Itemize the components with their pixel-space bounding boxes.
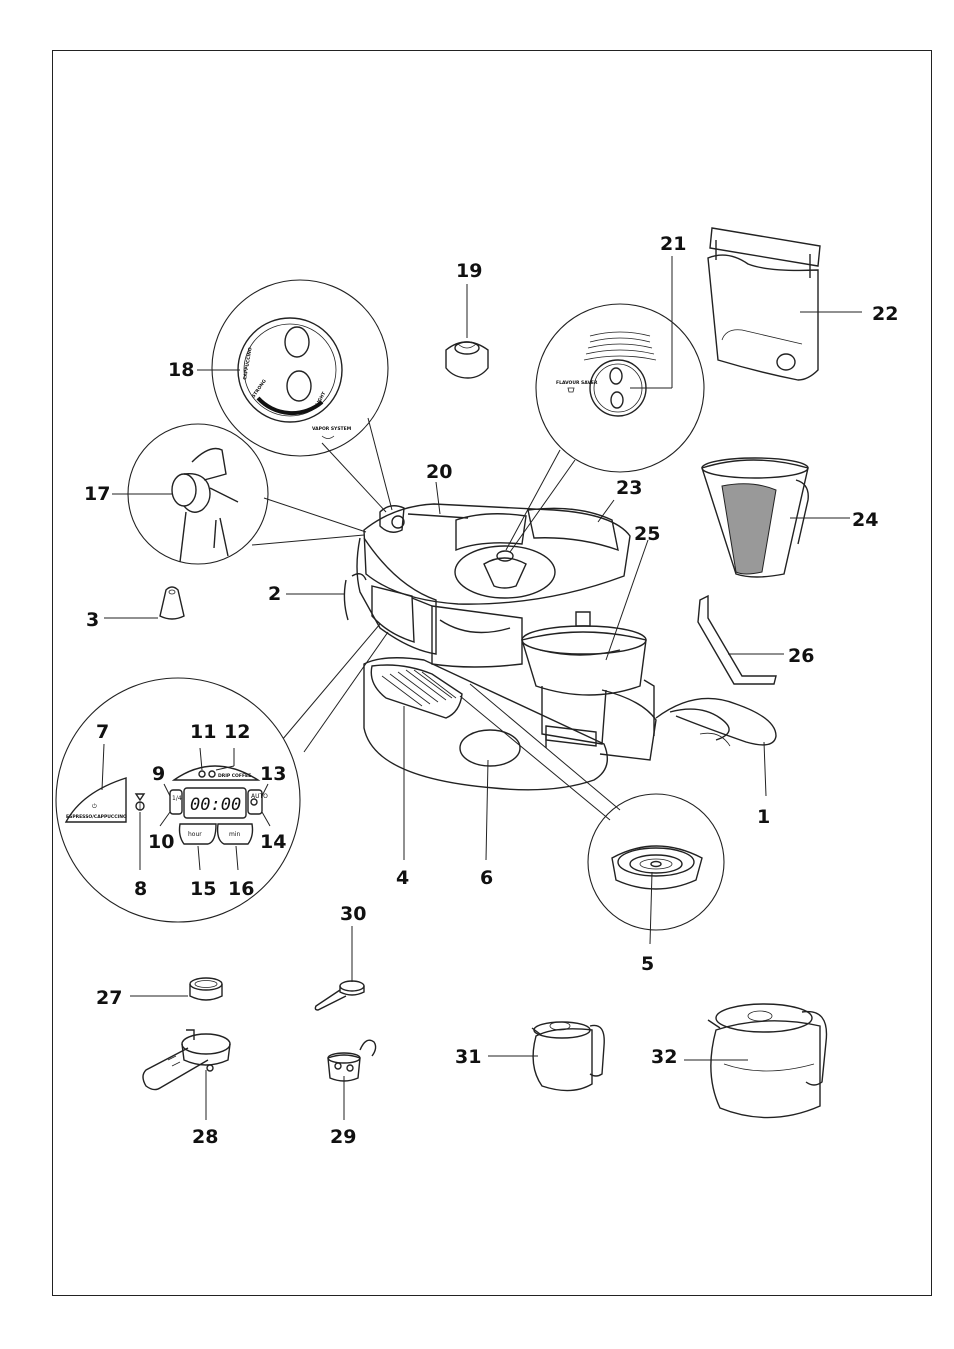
label-19: 19 <box>456 260 482 282</box>
label-31: 31 <box>455 1046 481 1068</box>
label-2: 2 <box>268 583 281 605</box>
label-13: 13 <box>260 763 286 785</box>
label-9: 9 <box>152 763 165 785</box>
part-1-power-cord <box>655 697 777 747</box>
label-17: 17 <box>84 483 110 505</box>
label-20: 20 <box>426 461 452 483</box>
button-hour-label: hour <box>188 831 202 838</box>
part-27-filter-ring <box>189 977 223 1001</box>
label-11: 11 <box>190 721 216 743</box>
label-1: 1 <box>757 806 770 828</box>
knob18-bottom-label: VAPOR SYSTEM <box>312 426 352 432</box>
label-25: 25 <box>634 523 660 545</box>
label-7: 7 <box>96 721 109 743</box>
power-symbol-7: ⏻ <box>92 803 97 810</box>
label-27: 27 <box>96 987 122 1009</box>
part-29-frother <box>327 1039 377 1082</box>
knob21-label: FLAVOUR SAVER <box>556 380 598 386</box>
detail-circle-knob-18: CAPPUCCINO STRONG LIGHT VAPOR SYSTEM <box>211 279 389 457</box>
part-24-filter-holder <box>701 457 809 578</box>
lcd-display: 00:00 <box>190 795 241 815</box>
label-12: 12 <box>224 721 250 743</box>
button-right-label: AUTO <box>251 793 268 800</box>
label-28: 28 <box>192 1126 218 1148</box>
label-4: 4 <box>396 867 409 889</box>
control-panel-detail: ⏻ ESPRESSO/CAPPUCCINO DRIP COFFEE 00:00 … <box>55 677 301 923</box>
part-26-clip <box>697 594 777 685</box>
part-30-scoop <box>314 980 365 1011</box>
label-24: 24 <box>852 509 878 531</box>
detail-circle-part-5 <box>587 793 725 931</box>
part-3-cap <box>159 586 185 620</box>
label-6: 6 <box>480 867 493 889</box>
label-10: 10 <box>148 831 174 853</box>
label-30: 30 <box>340 903 366 925</box>
drip-coffee-label: DRIP COFFEE <box>218 773 251 779</box>
part-22-water-tank <box>707 227 821 381</box>
label-15: 15 <box>190 878 216 900</box>
label-16: 16 <box>228 878 254 900</box>
part-31-small-carafe <box>531 1021 605 1092</box>
label-32: 32 <box>651 1046 677 1068</box>
label-18: 18 <box>168 359 194 381</box>
label-14: 14 <box>260 831 286 853</box>
label-3: 3 <box>86 609 99 631</box>
button-left-label: 1/4 <box>172 795 182 802</box>
label-22: 22 <box>872 303 898 325</box>
page-frame <box>52 50 932 1296</box>
detail-circle-knob-21: FLAVOUR SAVER <box>535 303 705 473</box>
part-32-large-carafe <box>707 1003 828 1119</box>
label-26: 26 <box>788 645 814 667</box>
label-21: 21 <box>660 233 686 255</box>
detail-circle-nozzle-17 <box>127 423 269 565</box>
part-28-portafilter <box>142 1029 231 1091</box>
label-5: 5 <box>641 953 654 975</box>
part-19-knob <box>445 341 489 379</box>
button-min-label: min <box>229 831 241 838</box>
espresso-label: ESPRESSO/CAPPUCCINO <box>66 814 127 820</box>
label-29: 29 <box>330 1126 356 1148</box>
coffee-machine-body <box>343 503 657 791</box>
part-numbers: 1 2 3 4 5 6 7 8 9 10 11 12 13 14 15 16 1… <box>84 233 898 1148</box>
label-23: 23 <box>616 477 642 499</box>
knob18-top-label: CAPPUCCINO <box>242 347 254 381</box>
label-8: 8 <box>134 878 147 900</box>
